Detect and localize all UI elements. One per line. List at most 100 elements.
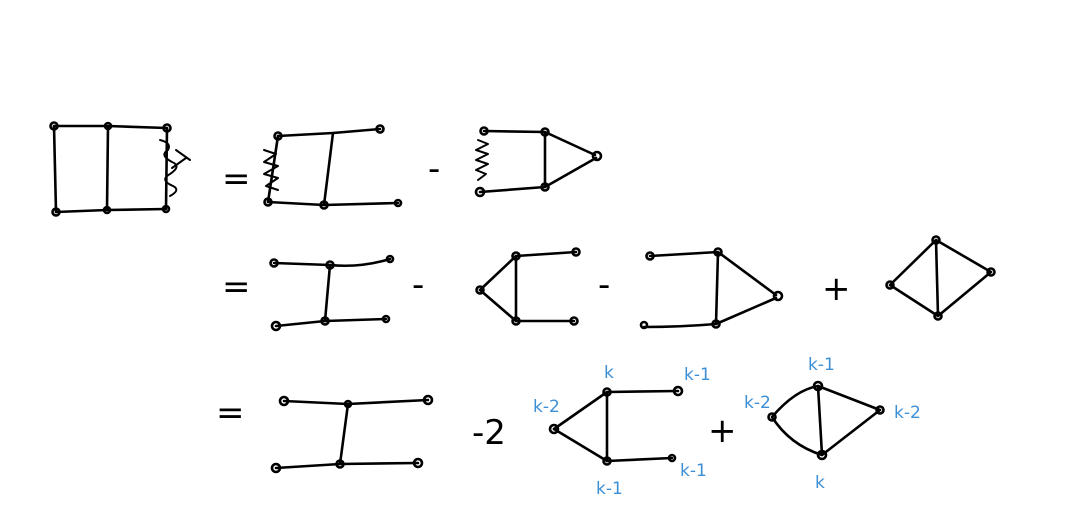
vertex [713,247,723,257]
vertex [343,399,353,409]
vertex [393,198,403,208]
vertex [571,247,581,257]
vertex [639,320,649,330]
vertex [161,204,171,214]
vertex [602,456,612,466]
edge [648,250,778,297]
vertex [474,186,486,198]
vertex [875,405,885,415]
equals-sign: = [222,159,251,199]
vertex [548,423,560,435]
equals-sign: = [216,393,245,433]
vertex [479,126,489,136]
vertex [540,127,550,137]
degree-label: k-1 [596,479,623,499]
edge [552,427,674,463]
vertex [319,200,329,210]
row3-term1-graph [270,394,434,474]
degree-label: k-2 [894,403,921,423]
edge [276,127,382,138]
row3-term2-graph [548,385,684,466]
row2-term1-graph [269,254,395,332]
vertex [540,182,550,192]
deleted-edge-mark [263,149,279,191]
vertex [931,235,941,245]
degree-label: k [604,363,614,383]
vertex [320,316,330,326]
vertex [933,311,943,321]
edge [274,461,420,470]
vertex [812,380,824,392]
minus-sign: - [428,149,440,189]
deleted-edge-mark [159,139,178,197]
vertex [49,121,59,131]
vertex [422,394,434,406]
edge [322,131,335,207]
row2-term2-graph [475,247,581,326]
vertex [51,207,61,217]
vertex [325,260,335,270]
edge [482,129,597,157]
degree-label: k [815,473,825,493]
vertex [475,285,485,295]
edge [274,317,388,328]
plus-sign: + [822,269,851,309]
vertex [816,449,828,461]
degree-label: k-2 [533,397,560,417]
edge [282,398,430,406]
row1-term2-graph [474,126,603,198]
degree-label: k-2 [744,393,771,413]
vertex [667,453,677,463]
edge [714,250,720,326]
degree-label: k-1 [684,365,711,385]
vertex [102,205,112,215]
minus-sign: - [598,265,610,305]
row2-term4-graph [885,235,996,321]
coefficient-minus-two: -2 [472,413,506,453]
row2-term3-graph [639,247,784,330]
edge [105,124,110,212]
vertex [270,462,282,474]
vertex [375,124,385,134]
plus-sign: + [708,411,737,451]
vertex [569,316,579,326]
vertex [269,258,279,268]
edge [164,126,169,211]
equals-sign: = [222,267,251,307]
edge [934,238,940,318]
edge [478,250,578,292]
edge [478,156,598,194]
edge [552,389,680,431]
vertex [381,314,391,324]
vertex [162,123,172,133]
vertex [772,290,784,302]
row1-term1-graph [263,124,403,210]
vertex [511,251,521,261]
vertex [263,197,273,207]
vertex [511,316,521,326]
vertex [711,319,721,329]
vertex [885,280,895,290]
lhs-graph [49,121,191,217]
vertex [385,254,395,264]
vertex [986,267,996,277]
edge [478,288,576,323]
deleted-edge-mark [475,139,489,181]
degree-label: k-1 [808,355,835,375]
vertex [273,131,283,141]
edge [642,296,778,329]
vertex [767,412,777,422]
edge [52,124,58,214]
row3-term3-graph [767,380,885,461]
vertex [645,251,655,261]
vertex [270,320,282,332]
edge [888,238,993,318]
vertex [412,457,424,469]
deleted-edge-mark [171,149,191,169]
edge [338,402,350,466]
vertex [672,385,684,397]
edge [266,200,400,207]
degree-label: k-1 [680,461,707,481]
edge [770,384,882,457]
